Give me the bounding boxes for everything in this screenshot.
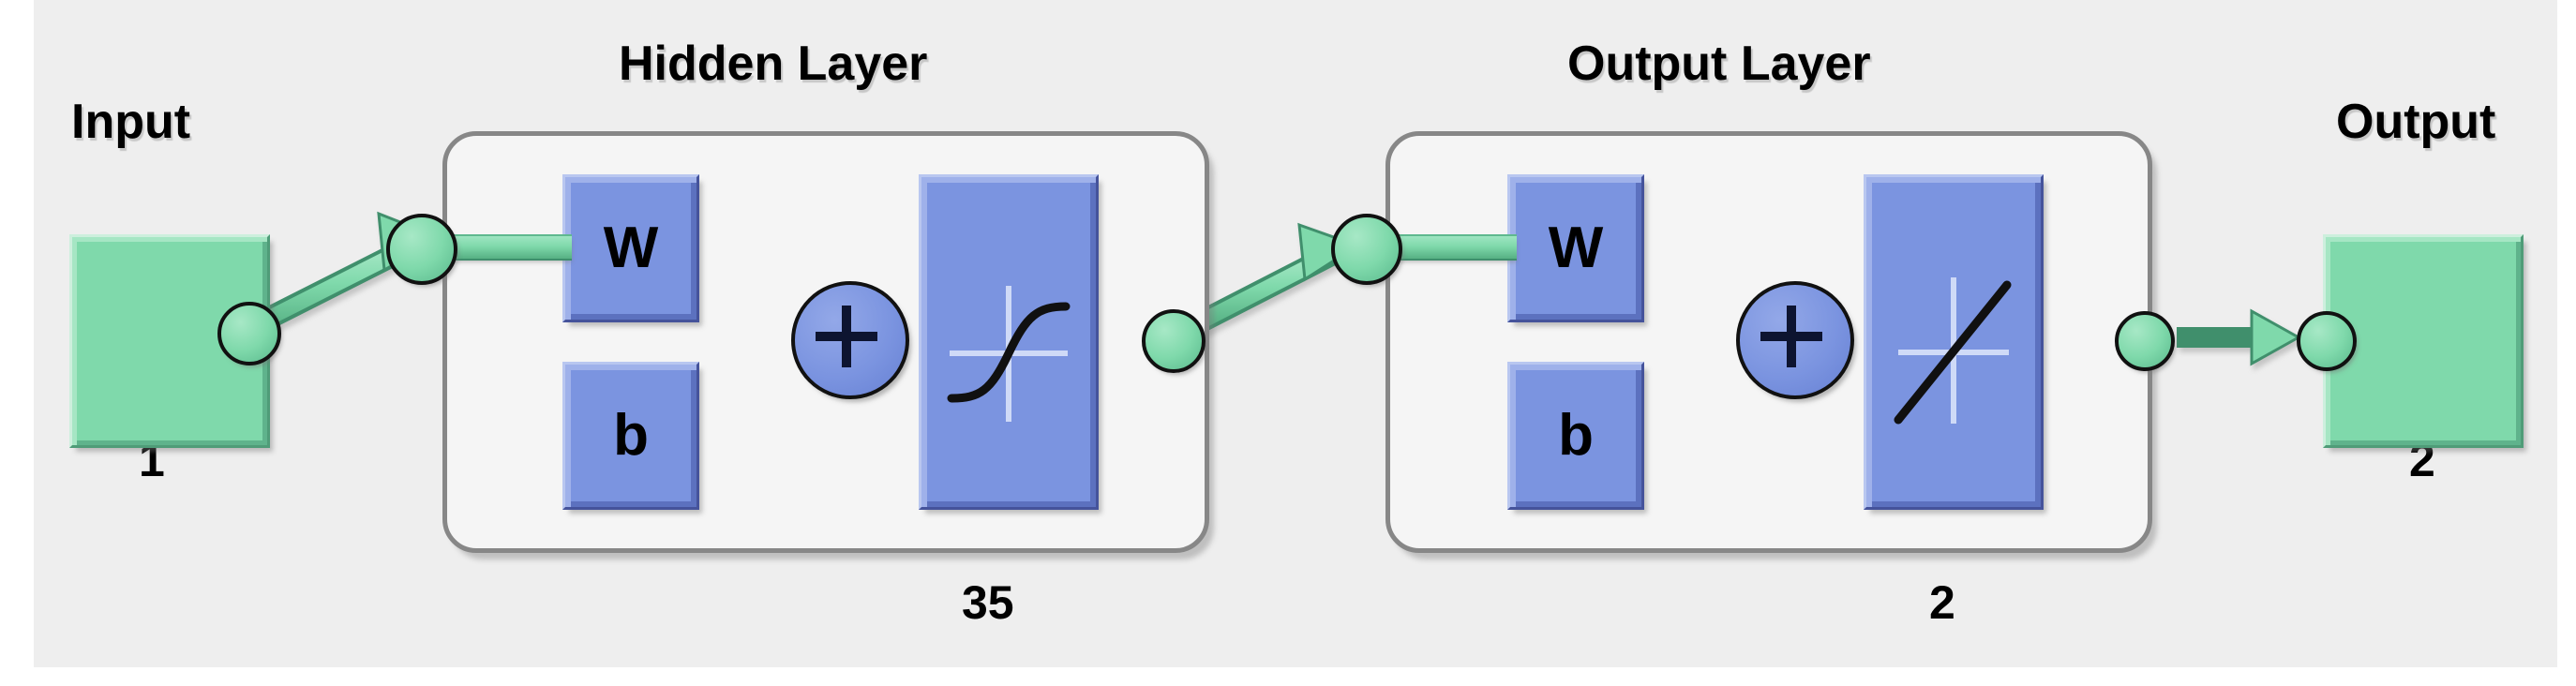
linear-icon (1894, 277, 2012, 425)
output-weight-block[interactable]: W (1507, 174, 1644, 322)
hidden-layer-entry-dot[interactable] (386, 214, 457, 285)
output-sum-node[interactable] (1736, 281, 1854, 399)
output-layer-exit-dot[interactable] (2115, 311, 2175, 371)
hidden-layer-size: 35 (962, 576, 1014, 629)
hidden-sum-node[interactable] (791, 281, 909, 399)
output-bias-block[interactable]: b (1507, 362, 1644, 510)
hidden-activation-block[interactable] (919, 174, 1099, 510)
output-activation-block[interactable] (1864, 174, 2044, 510)
input-port-dot[interactable] (217, 302, 281, 365)
output-title: Output (2336, 95, 2496, 149)
output-sum-plus-vertical (1787, 306, 1796, 367)
hidden-layer-title: Hidden Layer (619, 37, 928, 91)
hidden-bias-label: b (613, 403, 649, 468)
output-port-dot[interactable] (2297, 311, 2357, 371)
output-layer-title: Output Layer (1567, 37, 1871, 91)
hidden-bias-block[interactable]: b (562, 362, 699, 510)
input-title: Input (71, 95, 191, 149)
hidden-sum-plus-vertical (842, 306, 851, 367)
output-layer-size: 2 (1929, 576, 1955, 629)
output-weight-label: W (1548, 216, 1604, 280)
hidden-weight-label: W (603, 216, 659, 280)
output-layer-entry-dot[interactable] (1331, 214, 1402, 285)
sigmoid-icon (947, 286, 1071, 422)
diagram-background (34, 0, 2557, 667)
hidden-layer-exit-dot[interactable] (1142, 309, 1206, 373)
hidden-weight-block[interactable]: W (562, 174, 699, 322)
output-bias-label: b (1558, 403, 1594, 468)
